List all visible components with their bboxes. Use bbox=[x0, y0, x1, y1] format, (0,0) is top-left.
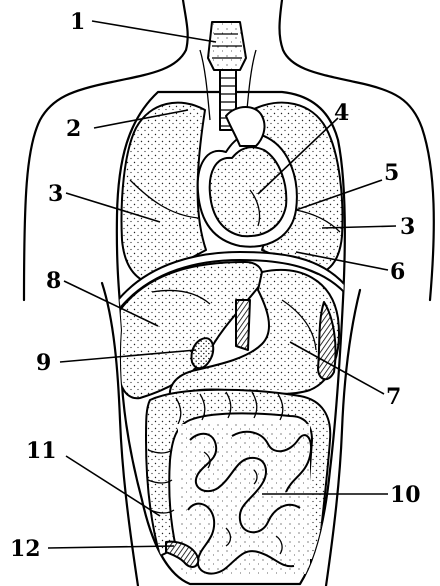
leader-1 bbox=[92, 21, 216, 42]
label-11: 11 bbox=[26, 438, 57, 464]
label-5: 5 bbox=[384, 160, 399, 186]
leader-12 bbox=[48, 546, 174, 548]
label-12: 12 bbox=[10, 536, 41, 562]
label-8: 8 bbox=[46, 268, 61, 294]
label-7: 7 bbox=[386, 384, 401, 410]
label-6: 6 bbox=[390, 259, 405, 285]
label-9: 9 bbox=[36, 350, 51, 376]
label-3-right: 3 bbox=[400, 214, 415, 240]
left-lung bbox=[122, 103, 206, 282]
label-3-left: 3 bbox=[48, 181, 63, 207]
label-1: 1 bbox=[70, 9, 85, 35]
label-2: 2 bbox=[66, 116, 81, 142]
label-10: 10 bbox=[390, 482, 421, 508]
label-4: 4 bbox=[334, 100, 349, 126]
small-intestine bbox=[178, 424, 311, 574]
